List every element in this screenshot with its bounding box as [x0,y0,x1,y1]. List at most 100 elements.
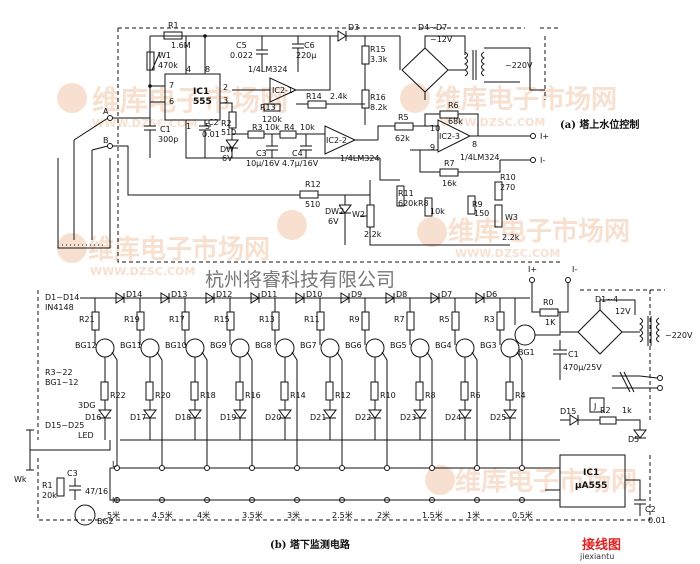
footer-logo-cn: 接线图 [582,537,621,553]
ic2-3-opamp [437,119,472,153]
watermark-url-3: WWW.DZSC.COM [90,265,195,278]
level-led-label: D24 [445,413,461,422]
transistor-label: BG10 [165,341,187,350]
c4-label: C4 [292,149,303,158]
watermark-brand-4: 维库电子市场网 [448,216,630,247]
w2-label: W2 [352,210,365,219]
series-diode-label: D12 [216,290,232,299]
dw2-label: DW2 [325,207,344,216]
legend-d15-d25: D15~D25 [45,421,84,430]
l-label: L [112,460,117,469]
transistor-label: BG3 [480,341,497,350]
level-label: 0.5米 [512,510,533,520]
series-diode [250,292,260,304]
r0-label: R0 [543,298,554,307]
c6-label: C6 [304,41,315,50]
watermark-company: 杭州将睿科技有限公司 [205,269,395,291]
base-resistor-label: R17 [169,315,185,324]
ic2-3-pin10: 10 [430,124,440,133]
level-led-label: D17 [130,413,146,422]
base-resistor-label: R5 [439,315,450,324]
r2-label: R2 [221,119,232,128]
r13-value: 120k [262,115,282,124]
w1-value: 470k [158,61,178,70]
watermark-brand-2: 维库电子市场网 [435,84,617,115]
led-resistor [325,381,334,401]
r7-label: R7 [444,159,455,168]
led-resistor-label: R8 [425,391,436,400]
ic2-1-name: IC2-1 [272,86,293,95]
base-resistor [496,311,505,331]
ic1-pin8: 8 [205,65,210,74]
c2b-value: 0.01 [648,516,666,525]
transistor-label: BG4 [435,341,452,350]
r6-value: 68k [448,117,463,126]
wk-label: Wk [14,475,27,484]
series-diode-label: D7 [441,290,452,299]
level-label: 3.5米 [242,510,263,520]
led-resistor [145,381,154,401]
led-resistor [235,381,244,401]
caption-bottom: (b) 塔下监测电路 [270,538,351,551]
level-label: 2.5米 [332,510,353,520]
led-resistor-label: R16 [245,391,261,400]
legend-bg1-12: BG1~12 [45,378,79,387]
level-led-label: D21 [310,413,326,422]
r1b-value: 20k [42,491,57,500]
led-resistor-label: R10 [380,391,396,400]
series-diode-label: D11 [261,290,277,299]
ic1b-value: μA555 [575,481,607,491]
level-label: 4米 [197,510,210,520]
r12-value: 510 [305,200,320,209]
c3-value: 10μ/16V [246,159,280,168]
c2-value: 0.01 [202,130,220,139]
level-label: 4.5米 [152,510,173,520]
w1-label: W1 [158,51,171,60]
r11-label: R11 [398,189,414,198]
r15-value: 3.3k [370,55,388,64]
series-diode [115,292,125,304]
c1b-label: C1 [568,350,579,359]
top-iminus: I- [540,156,545,165]
c2-label: C2 [208,118,219,127]
transistor [410,338,430,358]
transistor-label: BG8 [255,341,272,350]
base-resistor-label: R21 [79,315,95,324]
series-diode [430,292,440,304]
c1-label: C1 [160,125,171,134]
series-diode-label: D13 [171,290,187,299]
c2b-label: C2 [645,505,656,514]
level-led-label: D20 [265,413,281,422]
top-220v: ~220V [505,61,533,70]
r1b-label: R1 [42,481,53,490]
footer-logo: 接线图 jiexiantu [579,537,621,561]
base-resistor-label: R9 [349,315,360,324]
led-resistor [370,381,379,401]
series-diode [205,292,215,304]
r4-label: R4 [284,123,295,132]
level-label: 1.5米 [422,510,443,520]
r7-value: 16k [442,179,457,188]
series-diode [475,292,485,304]
watermark-brand-3: 维库电子市场网 [88,234,270,265]
led-resistor-label: R22 [110,391,126,400]
transistor [500,338,520,358]
bottom-12v: 12V [615,307,631,316]
ic2-3-type: 1/4LM324 [460,153,500,162]
ic1-name: IC1 [193,87,209,97]
ic1-pin4: 4 [186,65,191,74]
led-resistor [280,381,289,401]
c3-label: C3 [256,149,267,158]
legend-r3-22: R3~22 [45,368,73,377]
transistor-label: BG11 [120,341,142,350]
level-led-label: D22 [355,413,371,422]
led-resistor-label: R14 [290,391,306,400]
transistor [140,338,160,358]
r14-value: 2.4k [330,92,348,101]
level-led-label: D25 [490,413,506,422]
c4-value: 4.7μ/16V [282,159,319,168]
transistor-label: BG6 [345,341,362,350]
ic2-1-type: 1/4LM324 [248,65,288,74]
ic2-2-type: 1/4LM324 [340,154,380,163]
series-diode [340,292,350,304]
